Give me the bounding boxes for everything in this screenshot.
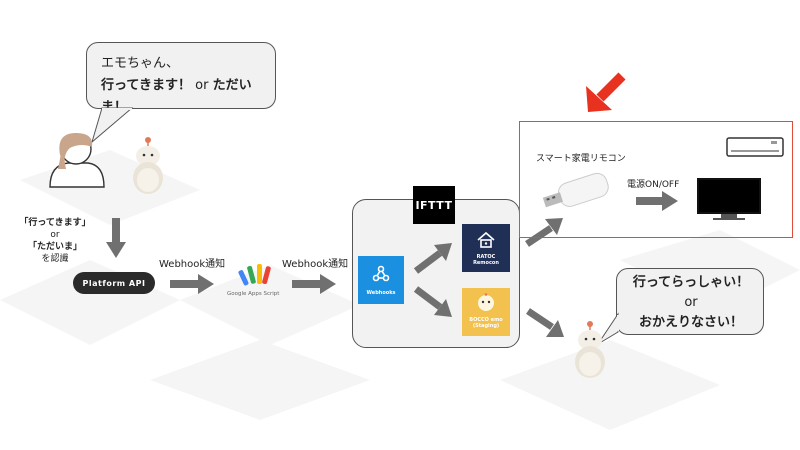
webhooks-label: Webhooks [366, 290, 396, 296]
ifttt-logo: IFTTT [413, 186, 455, 224]
smart-remote-label: スマート家電リモコン [536, 154, 626, 164]
usb-remote-icon [542, 172, 609, 208]
bocco-emo-tile: BOCCO emo (Staging) [462, 288, 510, 336]
top-speech-bubble: エモちゃん、 行ってきます！ or ただいま！ [86, 42, 276, 115]
ratoc-remocon-tile: RATOC Remocon [462, 224, 510, 272]
gas-logo-icon [238, 264, 271, 286]
reply-or: or [684, 295, 698, 310]
bocco-face-icon [478, 293, 494, 311]
bocco-robot-icon [133, 137, 163, 194]
highlight-arrow [586, 72, 626, 112]
bocco-label-2: (Staging) [472, 323, 500, 329]
platform-api-pill: Platform API [73, 272, 155, 294]
tv-icon [697, 178, 761, 220]
recognize-line-3: 「ただいま」 [27, 242, 82, 252]
ratoc-label-2: Remocon [473, 260, 499, 266]
bocco-label-1: BOCCO emo [469, 317, 503, 323]
recognize-line-4: を認識 [41, 254, 69, 264]
bubble-phrase-going: 行ってきます！ [101, 78, 191, 93]
smart-home-frame [519, 121, 793, 238]
ratoc-label-1: RATOC [476, 254, 496, 260]
arrow-to-ratoc [413, 243, 452, 274]
reply-line-3: おかえりなさい！ [638, 315, 743, 330]
webhooks-icon [372, 265, 390, 282]
bocco-robot-icon-reply [575, 321, 605, 378]
webhook-label-1: Webhook通知 [159, 259, 226, 270]
arrow-to-gas [170, 274, 214, 294]
gas-label: Google Apps Script [227, 291, 280, 297]
arrow-to-ifttt [292, 274, 336, 294]
person-icon [49, 133, 105, 188]
router-icon [477, 231, 495, 248]
top-bubble-tail [91, 107, 134, 144]
bubble-line-1: エモちゃん、 [101, 56, 180, 71]
webhooks-tile: Webhooks [358, 256, 404, 304]
power-label: 電源ON/OFF [627, 180, 680, 190]
bubble-or: or [195, 78, 209, 93]
reply-line-1: 行ってらっしゃい！ [632, 275, 750, 290]
arrow-to-bocco-robot [526, 308, 564, 337]
arrow-to-remote [525, 218, 563, 247]
recognize-line-1: 「行ってきます」 [19, 218, 91, 228]
down-arrow [106, 218, 126, 258]
recognize-line-2: or [50, 230, 60, 240]
arrow-to-bocco [413, 286, 452, 317]
air-conditioner-icon [726, 137, 784, 157]
webhook-label-2: Webhook通知 [282, 259, 349, 270]
arrow-to-tv [636, 191, 678, 211]
recognize-label: 「行ってきます」 or 「ただいま」 を認識 [0, 217, 110, 265]
bottom-bubble-tail [597, 312, 619, 345]
bottom-speech-bubble: 行ってらっしゃい！ or おかえりなさい！ [616, 268, 764, 335]
